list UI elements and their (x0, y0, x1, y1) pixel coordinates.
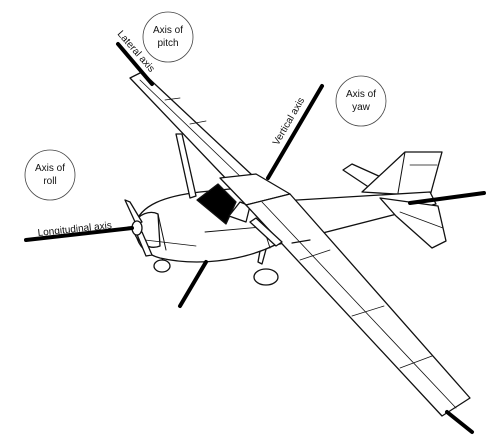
vertical-axis-lower (178, 260, 208, 308)
pitch-callout-line1: Axis of (153, 25, 183, 36)
yaw-callout-line2: yaw (352, 102, 371, 113)
nose-gear-wheel (153, 259, 171, 273)
lateral-axis-line (116, 42, 154, 86)
propeller-upper-blade (124, 199, 143, 225)
vertical-axis-upper (266, 84, 324, 180)
pitch-callout-line2: pitch (157, 38, 178, 49)
right-horizontal-stabilizer (379, 197, 447, 249)
longitudinal-axis-tail (408, 191, 486, 205)
lateral-axis-line-far (445, 410, 474, 434)
pitch-callout: Axis of pitch (142, 11, 194, 63)
airplane-illustration (124, 71, 471, 417)
axes (24, 42, 486, 434)
longitudinal-axis-line (24, 226, 134, 242)
left-wing-strut (175, 133, 197, 199)
roll-callout-line1: Axis of (35, 163, 65, 174)
roll-callout-line2: roll (43, 176, 56, 187)
windshield (196, 183, 237, 225)
main-gear-wheel (253, 268, 279, 286)
right-wing-strut (249, 217, 283, 247)
yaw-callout-line1: Axis of (346, 89, 376, 100)
right-wing (245, 193, 471, 417)
roll-callout: Axis of roll (24, 149, 76, 201)
yaw-callout: Axis of yaw (335, 75, 387, 127)
